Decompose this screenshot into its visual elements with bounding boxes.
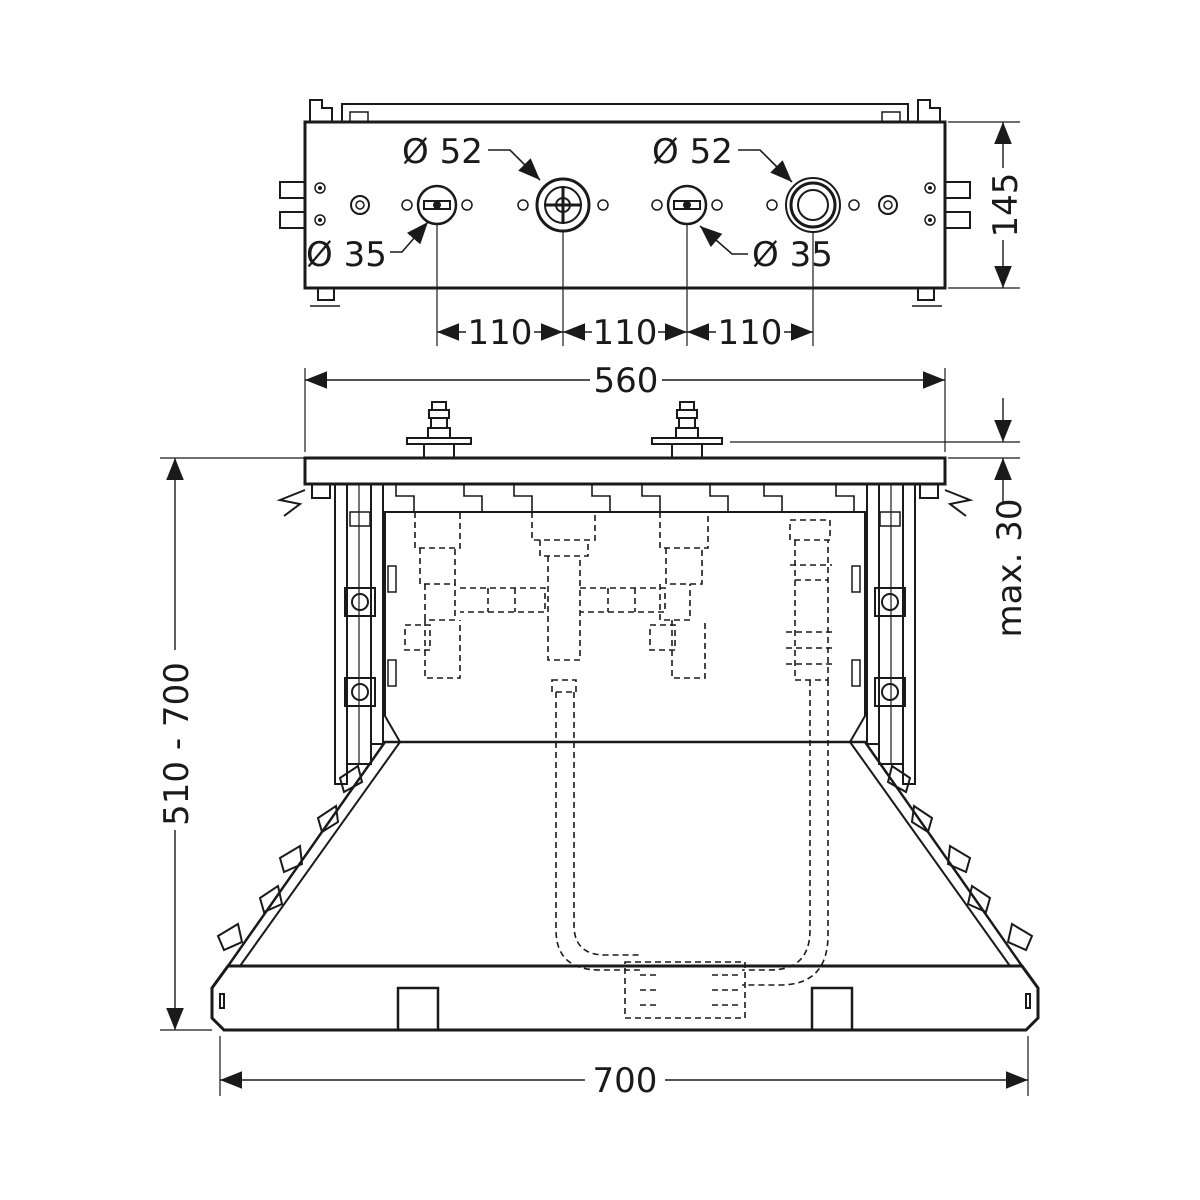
- valve-stem-left: [406, 401, 472, 459]
- slope-inner-left: [239, 741, 401, 967]
- side-bracket: [944, 211, 971, 229]
- side-bracket: [279, 211, 306, 229]
- clamp-right-block: [919, 483, 939, 499]
- dim-145: 145: [986, 173, 1026, 238]
- valve-dia35-left: [416, 184, 458, 226]
- dim-dia35-left: Ø 35: [306, 235, 387, 275]
- slope-teeth: [216, 764, 1034, 952]
- clamp-right: [944, 489, 974, 517]
- base-block-left: [396, 986, 440, 1032]
- dim-110-2: 110: [593, 313, 658, 353]
- clamp-left: [276, 489, 306, 517]
- dim-dia35-right: Ø 35: [752, 235, 833, 275]
- valve-dia35-right: [666, 184, 708, 226]
- base-block-right: [810, 986, 854, 1032]
- clamp-left-block: [311, 483, 331, 499]
- top-rail: [341, 103, 909, 123]
- valve-dia52-left: [535, 177, 591, 233]
- leader-dia35-left: [390, 221, 429, 253]
- rail-left: [334, 483, 397, 785]
- leader-dia52-left: [488, 149, 541, 181]
- base-plate: [210, 964, 1040, 1032]
- dim-dia52-right: Ø 52: [652, 132, 733, 172]
- hidden-piping: [404, 512, 836, 1019]
- rail-right: [851, 483, 916, 785]
- leader-dia52-right: [738, 149, 793, 183]
- dim-dia52-left: Ø 52: [402, 132, 483, 172]
- dim-560: 560: [594, 361, 659, 401]
- valve-dia52-right: [785, 177, 841, 233]
- foot: [317, 287, 335, 301]
- screw-holes: [314, 182, 936, 226]
- base-slot: [219, 993, 225, 1009]
- top-plate-front: [303, 456, 947, 486]
- base-slot: [1025, 993, 1031, 1009]
- inner-frame: [384, 511, 866, 743]
- dim-700: 700: [593, 1061, 658, 1101]
- foot: [917, 287, 935, 301]
- dim-110-3: 110: [718, 313, 783, 353]
- top-view: Ø 52 Ø 52 Ø 35 Ø 35 110 110 110 145: [279, 99, 1026, 353]
- mounting-plate-top: [303, 120, 947, 290]
- dim-110-1: 110: [468, 313, 533, 353]
- side-bracket: [944, 181, 971, 199]
- valve-stem-right: [651, 401, 723, 459]
- leader-dia35-right: [699, 225, 748, 255]
- mount-tab-left: [309, 99, 333, 122]
- mount-tab-right: [917, 99, 941, 122]
- slope-inner-right: [849, 741, 1011, 967]
- dim-max30: max. 30: [990, 499, 1030, 638]
- side-bracket: [279, 181, 306, 199]
- hangers: [395, 484, 855, 512]
- dim-510-700: 510 - 700: [157, 662, 197, 826]
- front-view: 560 max. 30 510 - 7: [157, 361, 1040, 1101]
